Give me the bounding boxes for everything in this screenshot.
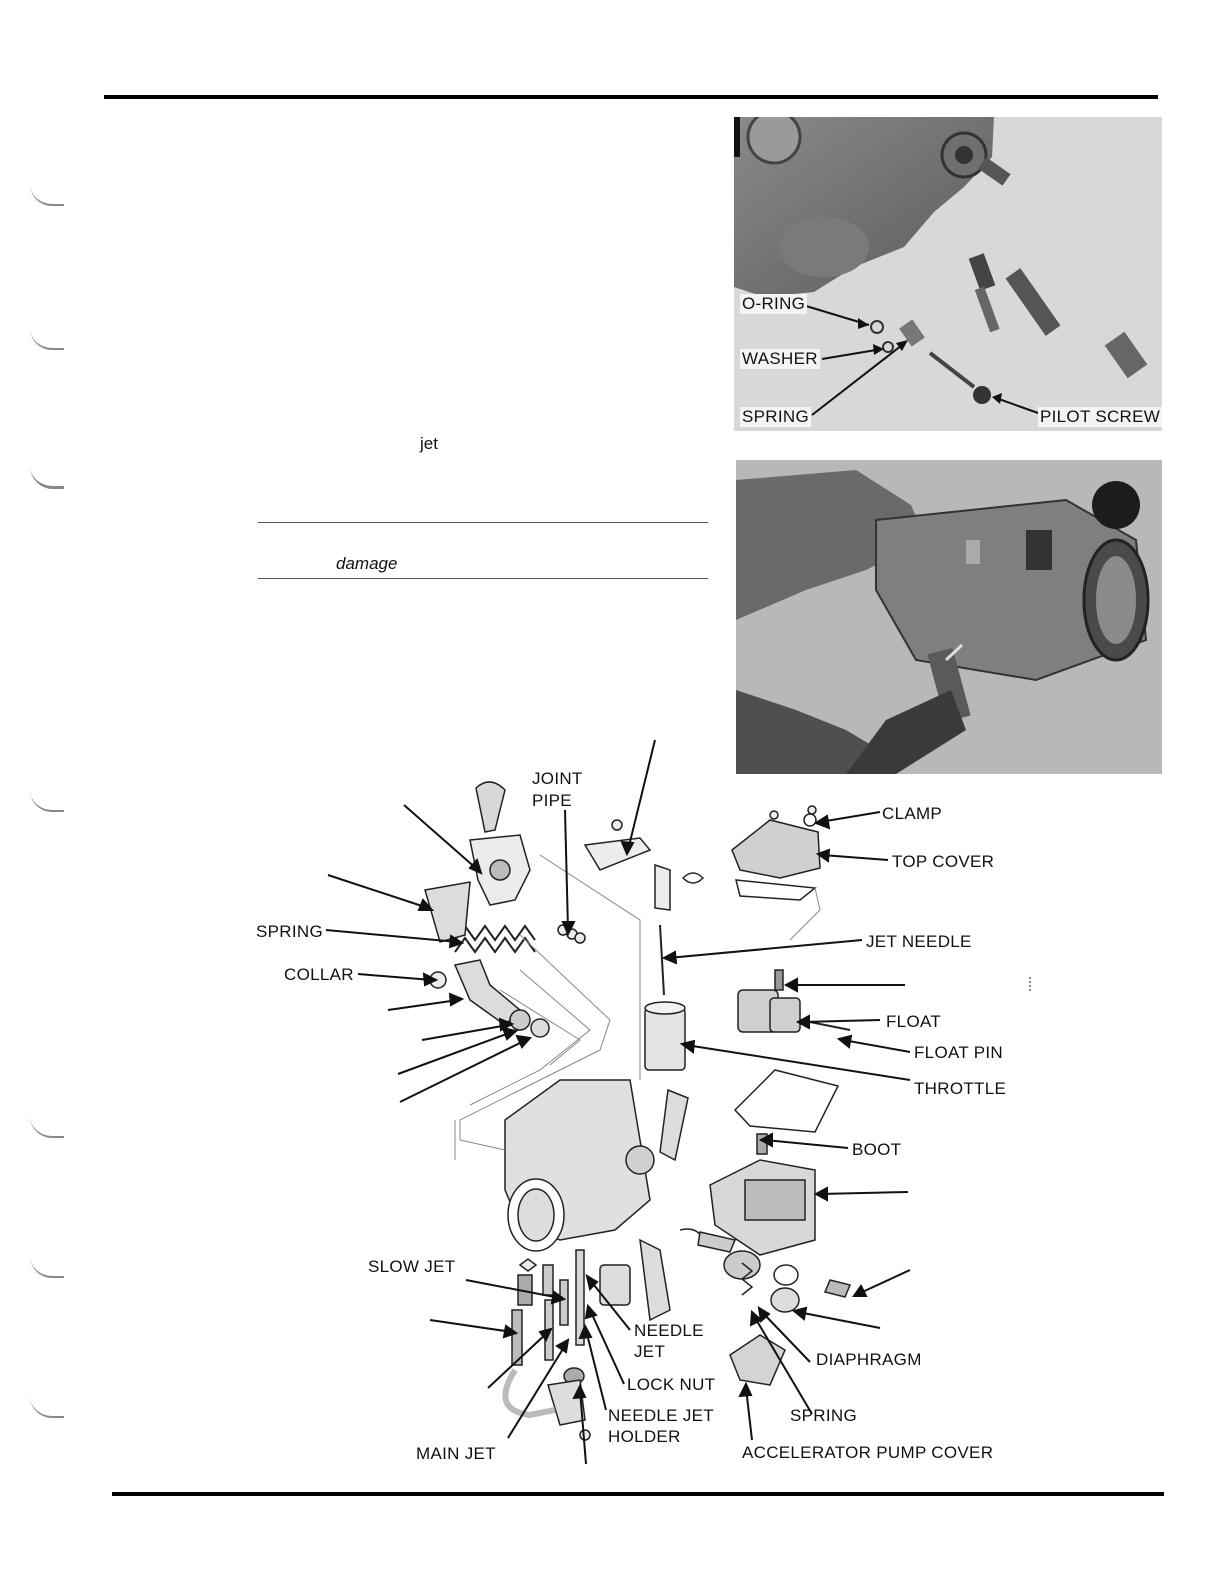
- label-needle-jet-2: JET: [634, 1342, 666, 1361]
- note-rule-top: [258, 522, 708, 523]
- carburetor-hands-photo: [736, 460, 1162, 774]
- label-main-jet: MAIN JET: [416, 1444, 496, 1463]
- binding-mark: [30, 466, 64, 489]
- label-lock-nut: LOCK NUT: [627, 1375, 716, 1394]
- label-float-pin: FLOAT PIN: [914, 1043, 1003, 1062]
- routing-lines: [454, 854, 821, 1160]
- label-boot: BOOT: [852, 1140, 902, 1159]
- label-o-ring: O-RING: [740, 294, 808, 314]
- label-jet-needle: JET NEEDLE: [866, 932, 972, 951]
- footer-rule: [112, 1492, 1164, 1496]
- note-rule-bottom: [258, 578, 708, 579]
- text-fragment-damage: damage: [336, 554, 398, 573]
- label-spring-photo: SPRING: [740, 407, 811, 427]
- leader-lines: [325, 739, 911, 1465]
- binding-mark: [30, 1116, 64, 1138]
- header-rule: [104, 95, 1158, 99]
- diagram-parts: [424, 781, 852, 1441]
- label-collar: COLLAR: [284, 965, 354, 984]
- binding-mark: [30, 328, 64, 350]
- label-pilot-screw: PILOT SCREW: [1038, 407, 1163, 427]
- carburetor-hands-photo-art: [736, 460, 1162, 774]
- label-needle-jet-holder-1: NEEDLE JET: [608, 1406, 714, 1425]
- label-clamp: CLAMP: [882, 804, 943, 823]
- label-top-cover: TOP COVER: [892, 852, 995, 871]
- label-diaphragm: DIAPHRAGM: [816, 1350, 922, 1369]
- binding-mark: [30, 1256, 64, 1278]
- spring-coil-left: [454, 924, 536, 954]
- label-joint: JOINT: [532, 769, 583, 788]
- binding-mark: [30, 184, 64, 206]
- label-float: FLOAT: [886, 1012, 942, 1031]
- label-washer: WASHER: [740, 349, 820, 369]
- label-needle-jet-holder-2: HOLDER: [608, 1427, 681, 1446]
- dotted-mark: [1029, 977, 1033, 991]
- pilot-screw-photo-art: [734, 117, 1162, 431]
- binding-mark: [30, 790, 64, 812]
- label-pipe: PIPE: [532, 791, 572, 810]
- pilot-screw-photo: [734, 117, 1162, 431]
- label-throttle: THROTTLE: [914, 1079, 1007, 1098]
- binding-mark: [30, 1396, 64, 1418]
- label-slow-jet: SLOW JET: [368, 1257, 456, 1276]
- text-fragment-jet: jet: [420, 434, 438, 453]
- label-spring-left: SPRING: [256, 922, 323, 941]
- label-needle-jet-1: NEEDLE: [634, 1321, 704, 1340]
- label-accelerator-pump-cover: ACCELERATOR PUMP COVER: [742, 1443, 994, 1462]
- exploded-diagram: [325, 739, 911, 1465]
- label-spring-bottom: SPRING: [790, 1406, 857, 1425]
